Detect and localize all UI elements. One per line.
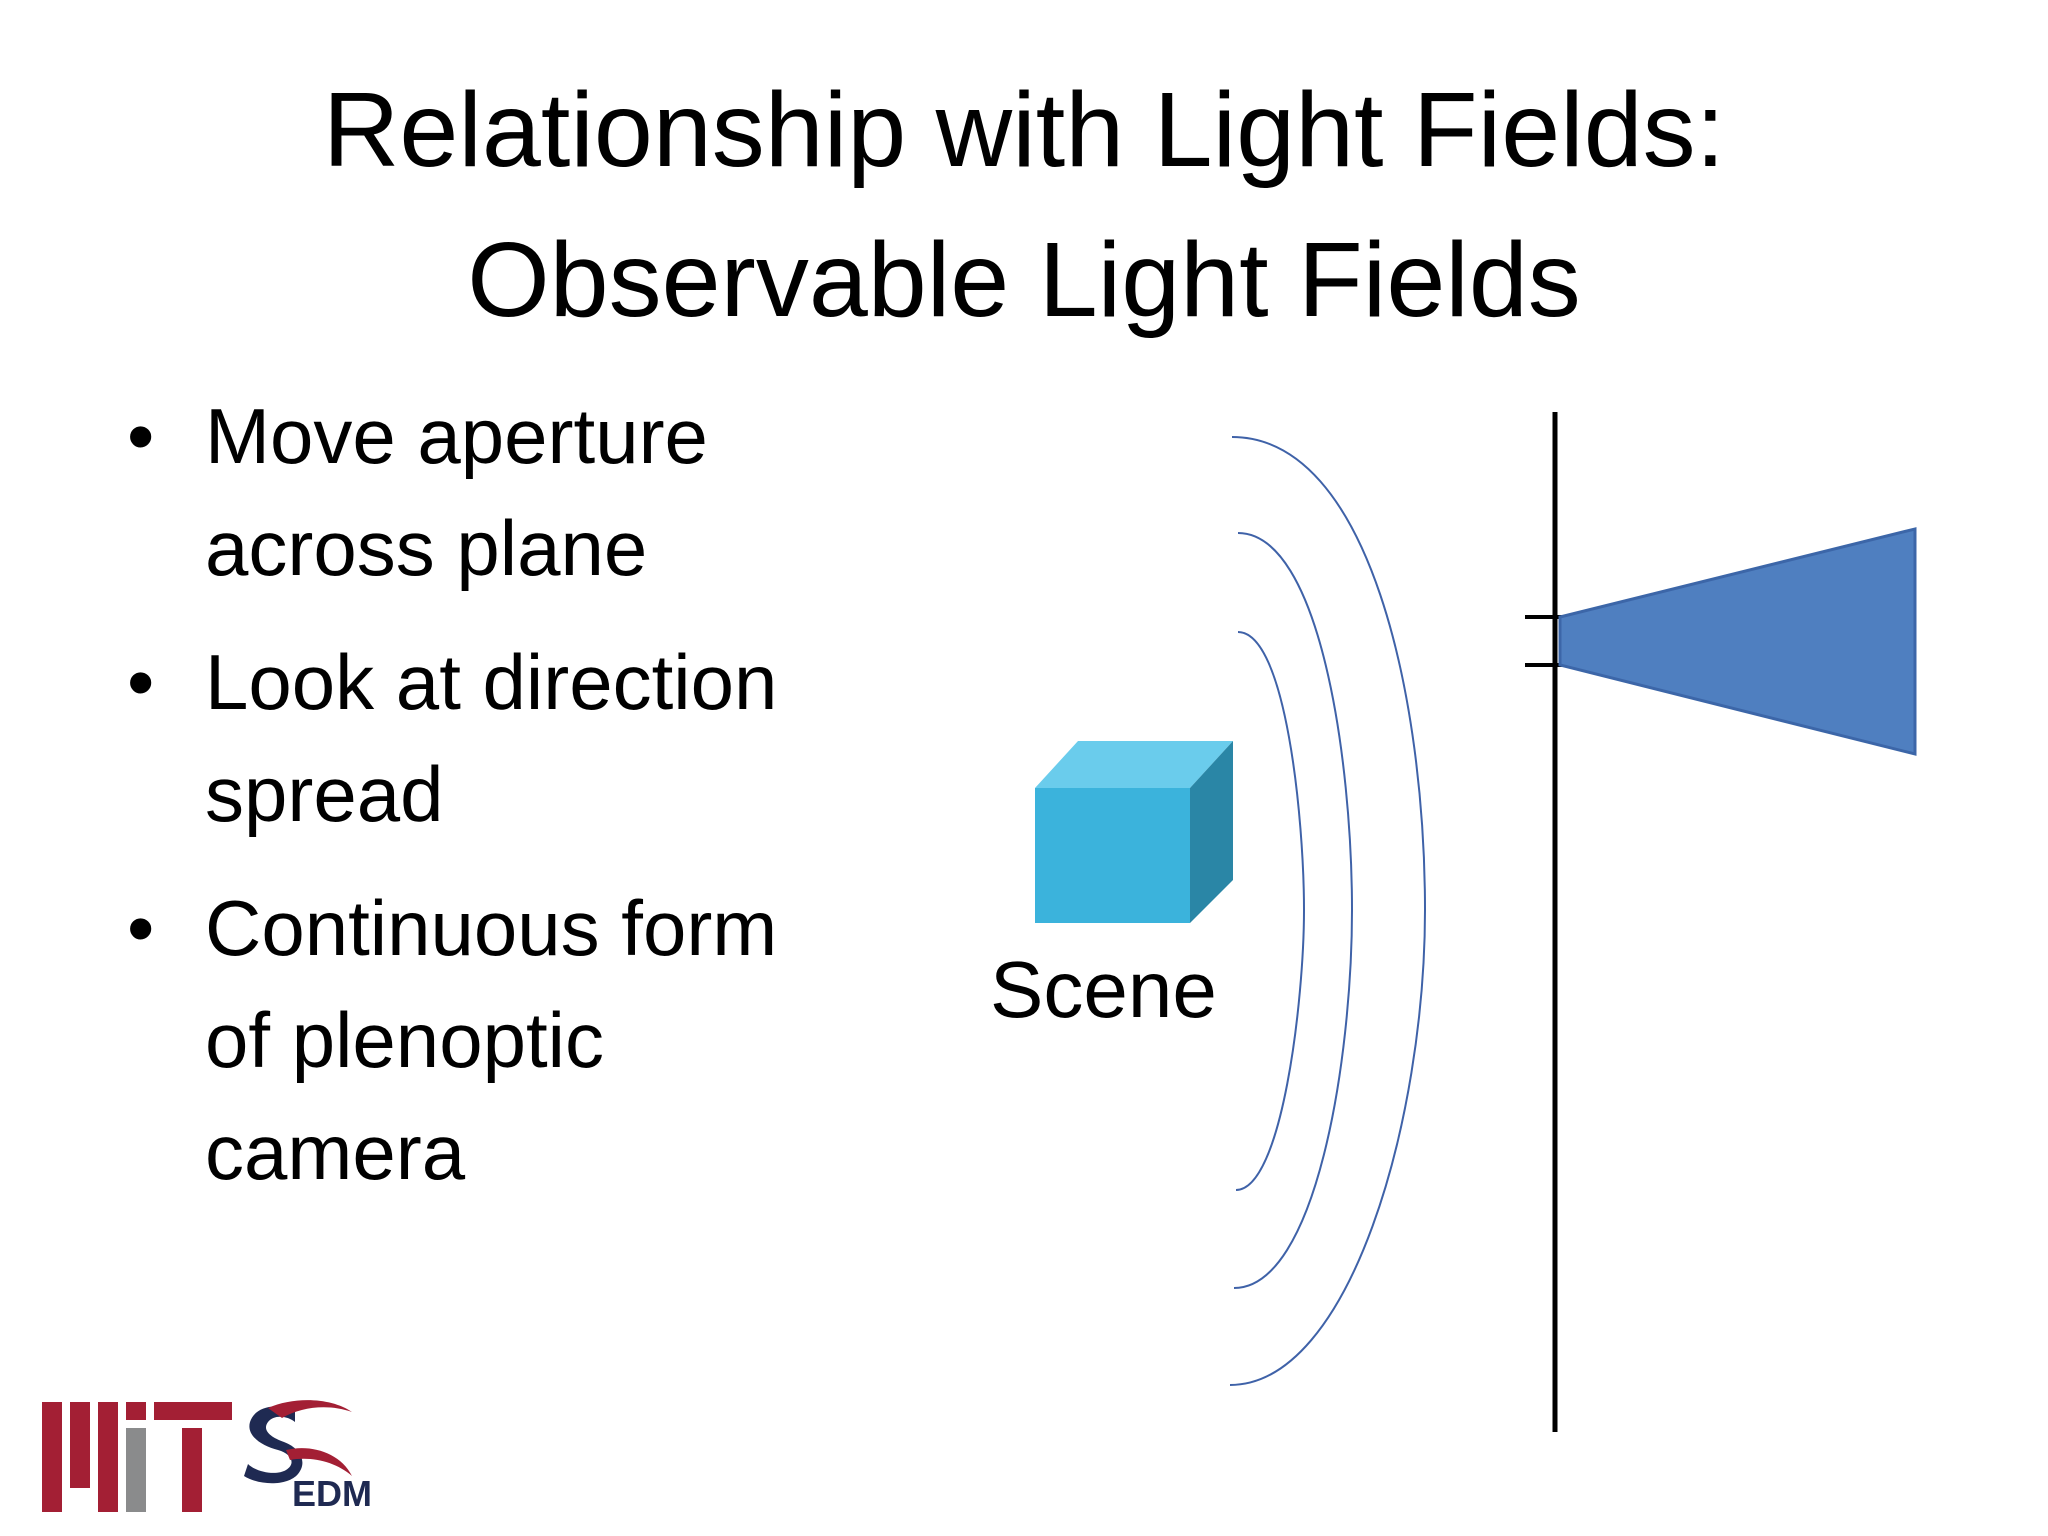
bullet-dot: • <box>127 638 155 726</box>
bullet-text-line: Continuous form <box>205 884 778 972</box>
mit-logo-icon <box>42 1402 232 1512</box>
edm-logo-text: EDM <box>292 1473 372 1514</box>
bullet-dot: • <box>127 392 155 480</box>
cube-side-face <box>1190 741 1233 923</box>
aperture-plane <box>1525 412 1600 1432</box>
bullet-item-continuous-form: • Continuous form of plenoptic camera <box>120 872 1000 1208</box>
camera-cone-icon <box>1558 527 1917 756</box>
bullet-text-line: Move aperture <box>205 392 708 480</box>
wavefront-arc-outer <box>1229 436 1427 1386</box>
slide-title-line-1: Relationship with Light Fields: <box>322 71 1726 189</box>
bullet-item-direction-spread: • Look at direction spread <box>120 626 1000 850</box>
wavefront-arc-middle <box>1233 532 1354 1289</box>
edm-swoosh-icon <box>244 1400 352 1484</box>
scene-label: Scene <box>990 945 1217 1034</box>
bullet-text-line: Look at direction <box>205 638 778 726</box>
mit-edm-logo <box>42 1400 352 1512</box>
bullet-text-line: spread <box>205 750 444 838</box>
scene-cube-icon <box>1035 741 1233 923</box>
cube-top-face <box>1035 741 1233 788</box>
wavefront-arcs <box>1229 436 1427 1386</box>
bullet-text-line: of plenoptic <box>205 996 604 1084</box>
wavefront-arc-inner <box>1235 631 1306 1191</box>
cube-front-face <box>1035 788 1190 923</box>
bullet-item-move-aperture: • Move aperture across plane <box>120 380 1000 604</box>
bullet-list: • Move aperture across plane • Look at d… <box>120 380 1000 1230</box>
slide-title: Relationship with Light Fields: Observab… <box>0 55 2048 355</box>
bullet-text-line: across plane <box>205 504 648 592</box>
slide-title-line-2: Observable Light Fields <box>467 221 1581 339</box>
bullet-text-line: camera <box>205 1108 466 1196</box>
bullet-dot: • <box>127 884 155 972</box>
